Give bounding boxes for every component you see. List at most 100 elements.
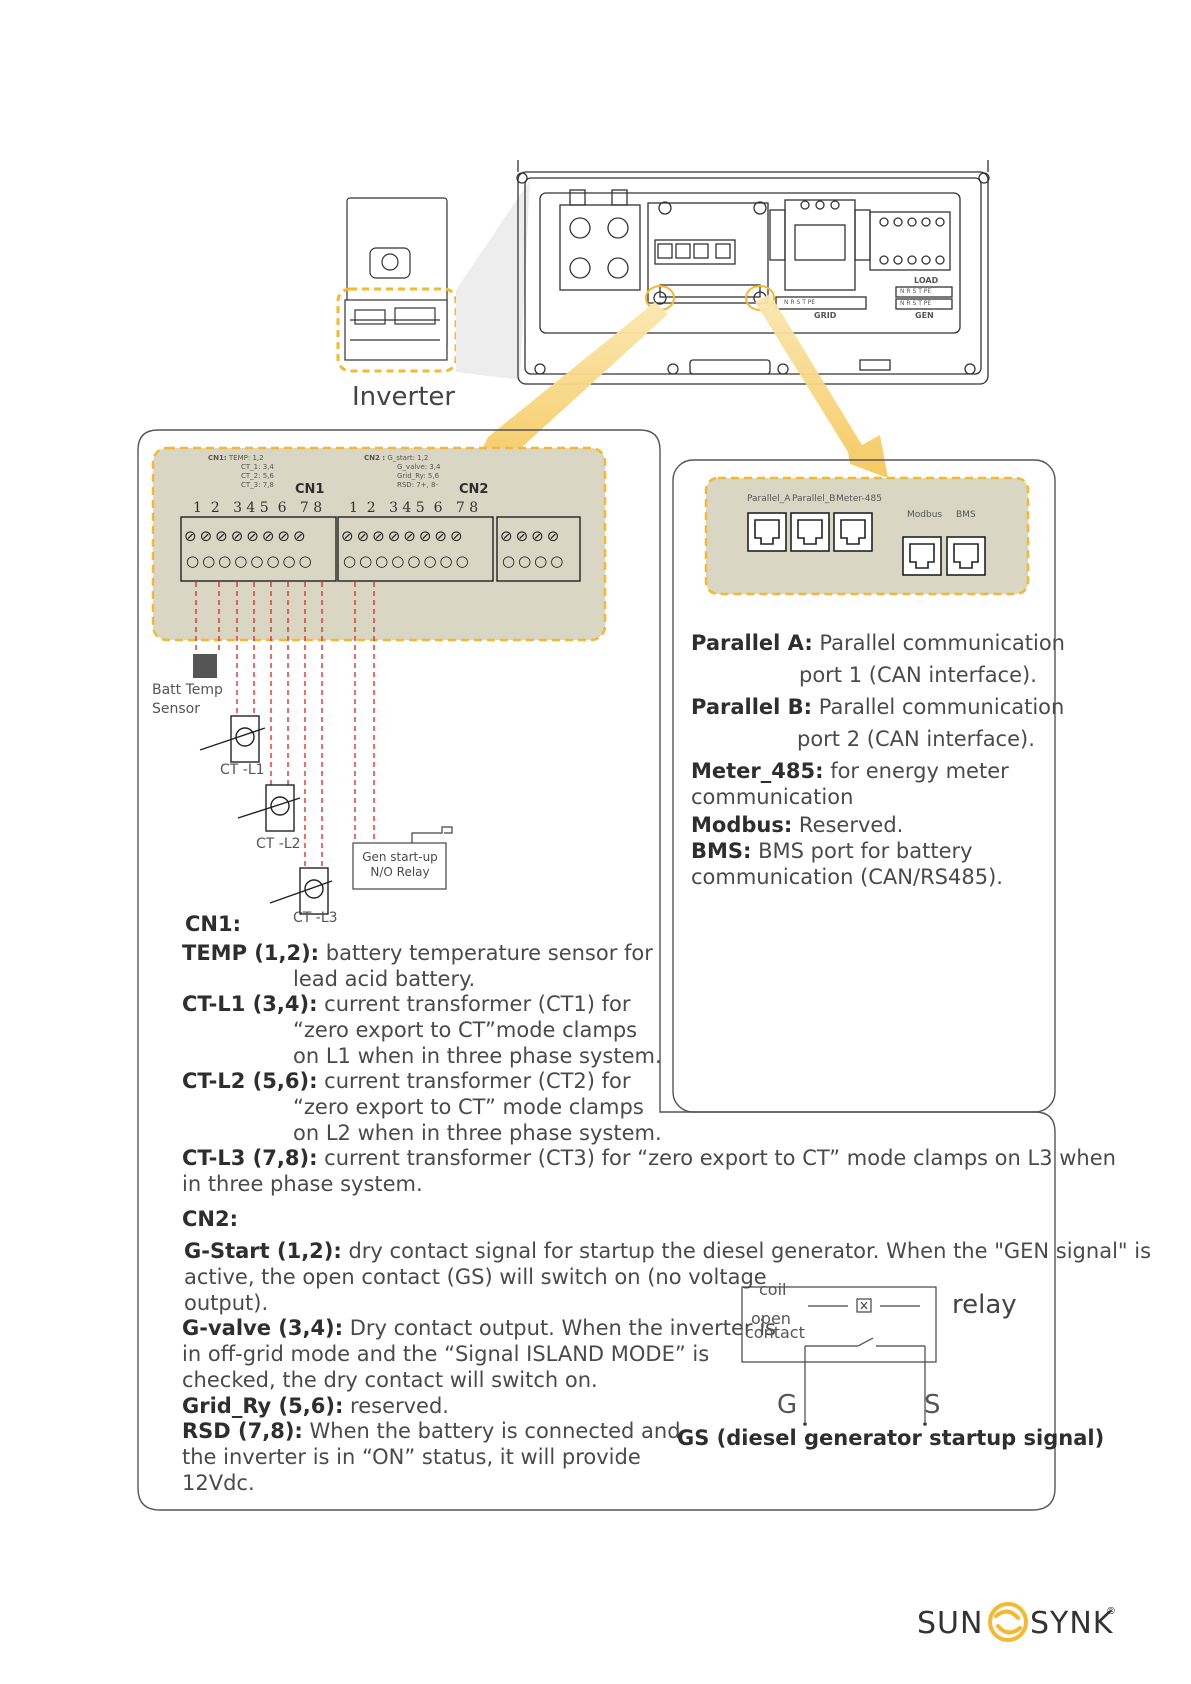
cn1-legend-ct1: CT_1: 3,4 [241,463,274,471]
cn2-legend-gridry: Grid_Ry: 5,6 [397,472,440,480]
nrstpe-grid: N R S T PE [784,299,816,306]
batt-temp-line2: Sensor [152,701,200,717]
gen-relay-line2: N/O Relay [370,865,430,879]
cn2-gvalve-l3: checked, the dry contact will switch on. [182,1368,598,1392]
desc-bms: BMS: BMS port for battery communication … [691,838,1003,890]
cn1-ctl1: CT-L1 (3,4): current transformer (CT1) f… [182,991,662,1069]
cn1-ctl2-term: CT-L2 (5,6): [182,1069,318,1093]
cn2-gvalve-l1: Dry contact output. When the inverter is [343,1316,777,1340]
terminal-blocks [180,516,581,582]
cn2-legend: CN2 : G_start: 1,2 G_valve: 3,4 Grid_Ry:… [364,454,440,490]
relay-title: relay [952,1290,1017,1320]
cn2-gstart-l3: output). [184,1291,269,1315]
cn2-legend-head: CN2 : [364,454,386,462]
brand-synk: SYNK [1030,1606,1114,1641]
cn2-gridry-l1: reserved. [343,1394,449,1418]
batt-temp-label: Batt Temp Sensor [152,681,223,719]
cn3-terminal-holes: ○○○○ [502,552,567,570]
desc-parallel-a-l2: port 1 (CAN interface). [799,663,1037,687]
cn2-terminal-holes: ○○○○○○○○ [343,552,472,570]
desc-parallel-a-term: Parallel A: [691,631,813,655]
inverter-label: Inverter [352,382,456,412]
relay-open-label: open [751,1309,791,1328]
desc-bms-l1: BMS port for battery [751,839,973,863]
left-section-border [137,429,1056,1511]
cn1-legend-head: CN1: [208,454,227,462]
inverter-small-drawing [344,197,448,361]
port-label-parallel-b: Parallel_B [792,494,836,504]
relay-contact-label: contact [745,1323,805,1342]
cn2-gvalve-l2: in off-grid mode and the “Signal ISLAND … [182,1342,710,1366]
cn2-rsd-l3: 12Vdc. [182,1471,255,1495]
desc-meter: Meter_485: for energy meter communicatio… [691,758,1009,810]
cn2-gstart-l1: dry contact signal for startup the diese… [341,1239,1152,1263]
cn1-ctl3: CT-L3 (7,8): current transformer (CT3) f… [182,1145,1116,1197]
relay-coil-label: coil [759,1280,787,1299]
relay-caption: GS (diesel generator startup signal) [677,1426,1105,1450]
ct-l1-label: CT -L1 [220,762,265,778]
cn1-ctl2-l1: current transformer (CT2) for [317,1069,631,1093]
port-label-parallel-a: Parallel_A [747,494,791,504]
port-label-bms: BMS [956,510,976,520]
desc-meter-l1: for energy meter [823,759,1009,783]
cn1-terminal-holes: ○○○○○○○○ [186,552,315,570]
desc-parallel-a: Parallel A: Parallel communication port … [691,630,1065,688]
right-section-border [672,459,1056,1113]
cn1-legend-ct2: CT_2: 5,6 [241,472,274,480]
cn1-ctl2-l2: “zero export to CT” mode clamps [293,1095,644,1119]
gen-relay-label: Gen start-up N/O Relay [357,850,443,880]
desc-parallel-b-l1: Parallel communication [812,695,1065,719]
batt-temp-line1: Batt Temp [152,682,223,698]
desc-bms-l2: communication (CAN/RS485). [691,865,1003,889]
arrow-to-cn [468,302,668,478]
desc-modbus: Modbus: Reserved. [691,812,903,838]
desc-parallel-b: Parallel B: Parallel communication port … [691,694,1064,752]
desc-parallel-b-term: Parallel B: [691,695,813,719]
cn2-rsd-term: RSD (7,8): [182,1419,303,1443]
desc-meter-term: Meter_485: [691,759,824,783]
cn-panel [151,446,607,642]
gen-relay-line1: Gen start-up [362,850,438,864]
nrstpe-load: N R S T PE [900,288,932,295]
port-label-modbus: Modbus [907,510,943,520]
cn2-heading: CN2: [182,1207,238,1231]
cn1-temp-term: TEMP (1,2): [182,941,320,965]
cn1-ctl1-l3: on L1 when in three phase system. [293,1044,662,1068]
cn2-gridry-term: Grid_Ry (5,6): [182,1394,344,1418]
load-label: LOAD [914,276,939,285]
cn2-rsd-l2: the inverter is in “ON” status, it will … [182,1445,641,1469]
cn2-rsd: RSD (7,8): When the battery is connected… [182,1418,681,1496]
cn2-gstart-l2: active, the open contact (GS) will switc… [184,1265,767,1289]
nrstpe-gen: N R S T PE [900,300,932,307]
desc-bms-term: BMS: [691,839,752,863]
ct-l3-label: CT -L3 [293,910,338,926]
cn1-ctl1-term: CT-L1 (3,4): [182,992,318,1016]
cn1-legend-ct3: CT_3: 7,8 [241,481,274,489]
cn2-gvalve-term: G-valve (3,4): [182,1316,344,1340]
rj45-ports [747,512,986,576]
cn1-ctl2: CT-L2 (5,6): current transformer (CT2) f… [182,1068,662,1146]
relay-open-contact-label: open contact [745,1309,805,1342]
cn1-temp-l2: lead acid battery. [293,967,476,991]
cn3-terminal-screws: ⊘⊘⊘⊘ [500,527,563,545]
wires [195,582,375,868]
cn1-legend: CN1: TEMP: 1,2 CT_1: 3,4 CT_2: 5,6 CT_3:… [208,454,274,490]
cn2-title: CN2 [459,482,489,497]
cn2-rsd-l1: When the battery is connected and [302,1419,681,1443]
relay-schematic [741,1286,937,1422]
desc-modbus-l1: Reserved. [792,813,904,837]
cn1-title: CN1 [295,482,325,497]
ct-l2-label: CT -L2 [256,836,301,852]
desc-parallel-a-l1: Parallel communication [812,631,1065,655]
cn1-ctl1-l2: “zero export to CT”mode clamps [293,1018,638,1042]
cn1-heading: CN1: [185,912,241,936]
cn2-gvalve: G-valve (3,4): Dry contact output. When … [182,1315,776,1393]
brand-reg: ® [1106,1606,1116,1617]
cn2-gstart: G-Start (1,2): dry contact signal for st… [184,1238,1151,1316]
cn1-ctl3-l1: current transformer (CT3) for “zero expo… [317,1146,1116,1170]
cn1-ctl3-l2: in three phase system. [182,1172,423,1196]
zoom-beam [456,180,530,380]
cn1-pin-numbers: 1 2 3 4 5 6 7 8 [193,500,323,516]
cn2-gstart-term: G-Start (1,2): [184,1239,342,1263]
